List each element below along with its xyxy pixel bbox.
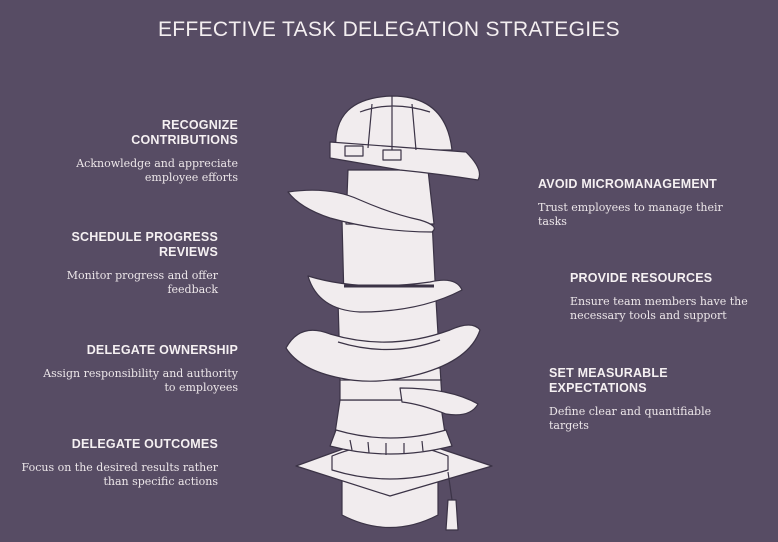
top-hat-icon (287, 169, 435, 233)
strategy-provide-resources: PROVIDE RESOURCES Ensure team members ha… (570, 271, 770, 323)
strategy-heading: AVOID MICROMANAGEMENT (538, 177, 717, 191)
strategy-description: Monitor progress and offer feedback (66, 269, 218, 296)
page-title: EFFECTIVE TASK DELEGATION STRATEGIES (158, 18, 620, 41)
strategy-description: Assign responsibility and authority to e… (43, 367, 238, 394)
strategy-set-measurable-expectations: SET MEASURABLE EXPECTATIONS Define clear… (549, 366, 739, 433)
hard-hat-icon (329, 95, 481, 181)
strategy-delegate-ownership: DELEGATE OWNERSHIP Assign responsibility… (30, 343, 238, 395)
strategy-heading: SCHEDULE PROGRESS REVIEWS (71, 230, 218, 259)
strategy-description: Ensure team members have the necessary t… (570, 295, 748, 322)
strategy-heading: PROVIDE RESOURCES (570, 271, 713, 285)
strategy-delegate-outcomes: DELEGATE OUTCOMES Focus on the desired r… (16, 437, 218, 489)
strategy-schedule-progress-reviews: SCHEDULE PROGRESS REVIEWS Monitor progre… (48, 230, 218, 297)
strategy-description: Focus on the desired results rather than… (21, 461, 218, 488)
strategy-description: Acknowledge and appreciate employee effo… (76, 157, 238, 184)
strategy-heading: SET MEASURABLE EXPECTATIONS (549, 366, 668, 395)
stack-of-hats-icon (285, 95, 493, 531)
cowboy-hat-icon (285, 299, 481, 382)
strategy-heading: DELEGATE OUTCOMES (71, 437, 218, 451)
strategy-description: Define clear and quantifiable targets (549, 405, 712, 432)
fedora-hat-icon (307, 219, 463, 313)
bucket-hat-icon (329, 399, 453, 455)
strategy-heading: DELEGATE OWNERSHIP (86, 343, 238, 357)
strategy-heading: RECOGNIZE CONTRIBUTIONS (131, 118, 238, 147)
strategy-avoid-micromanagement: AVOID MICROMANAGEMENT Trust employees to… (538, 177, 738, 229)
strategy-recognize-contributions: RECOGNIZE CONTRIBUTIONS Acknowledge and … (60, 118, 238, 185)
strategy-description: Trust employees to manage their tasks (538, 201, 723, 228)
